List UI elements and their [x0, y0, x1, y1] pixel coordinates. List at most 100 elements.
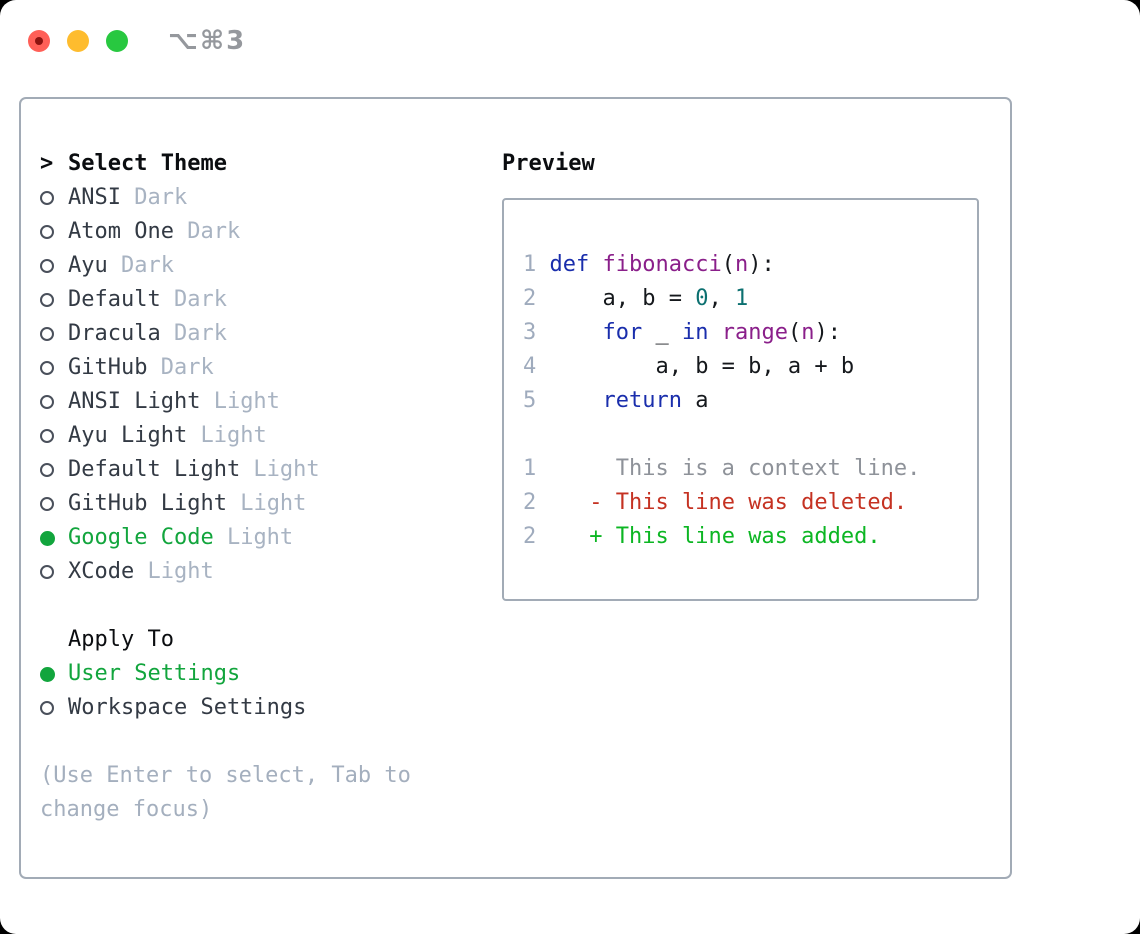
token-num: 2 [523, 490, 550, 515]
theme-variant-tag: Dark [173, 219, 241, 244]
zoom-button[interactable] [106, 30, 128, 52]
token-num: 1 [523, 456, 550, 481]
token-fn: n [734, 252, 749, 277]
theme-item-label: Ayu Light [68, 423, 188, 448]
preview-column: Preview 1 def fibonacci(n):2 a, b = 0, 1… [502, 147, 1010, 877]
radio-icon [40, 701, 68, 715]
theme-item-label: GitHub [68, 355, 148, 380]
radio-icon [40, 293, 68, 307]
token-pl: a, b = [549, 286, 696, 311]
code-line: 4 a, b = b, a + b [523, 350, 977, 384]
minimize-button[interactable] [67, 30, 89, 52]
theme-variant-tag: Dark [160, 287, 227, 312]
token-pl [708, 320, 721, 345]
token-kw: for [602, 320, 643, 345]
radio-icon [40, 395, 68, 409]
window-title: ⌥⌘3 [168, 26, 247, 56]
token-ctx: This is a context line. [549, 456, 921, 481]
help-text: (Use Enter to select, Tab to change focu… [40, 763, 411, 822]
token-num: 4 [523, 354, 550, 379]
token-kw: in [681, 320, 709, 345]
theme-item-default-light[interactable]: Default Light Light [40, 453, 502, 487]
theme-item-ayu[interactable]: Ayu Dark [40, 249, 502, 283]
token-num: 3 [523, 320, 550, 345]
selected-radio-icon [40, 530, 68, 546]
code-blank-line [523, 418, 977, 452]
token-pl: a, b = b, a + b [549, 354, 855, 379]
selected-radio-icon [40, 666, 68, 682]
theme-item-xcode[interactable]: XCode Light [40, 555, 502, 589]
theme-item-label: Ayu [68, 253, 108, 278]
close-dot-icon [35, 37, 43, 45]
token-pl: , [708, 286, 735, 311]
radio-icon [40, 497, 68, 511]
token-pl: _ [642, 320, 682, 345]
code-line: 1 This is a context line. [523, 452, 977, 486]
theme-item-default[interactable]: Default Dark [40, 283, 502, 317]
theme-item-dracula[interactable]: Dracula Dark [40, 317, 502, 351]
theme-item-label: Default [68, 287, 161, 312]
theme-variant-tag: Dark [147, 355, 214, 380]
token-num: 1 [523, 252, 550, 277]
token-add: + This line was added. [589, 524, 881, 549]
radio-icon [40, 429, 68, 443]
token-fn: fibonacci [602, 252, 722, 277]
theme-item-google-code[interactable]: Google Code Light [40, 521, 502, 555]
theme-item-atom-one[interactable]: Atom One Dark [40, 215, 502, 249]
token-pl [550, 524, 590, 549]
apply-option-workspace-settings[interactable]: Workspace Settings [40, 691, 502, 725]
radio-icon [40, 327, 68, 341]
close-button[interactable] [28, 30, 50, 52]
theme-variant-tag: Light [226, 491, 307, 516]
theme-item-github[interactable]: GitHub Dark [40, 351, 502, 385]
token-num: 5 [523, 388, 550, 413]
theme-variant-tag: Light [240, 457, 320, 482]
code-line: 3 for _ in range(n): [523, 316, 977, 350]
token-pl [550, 490, 590, 515]
select-theme-header: > Select Theme [40, 147, 502, 181]
token-nm: 0 [695, 286, 709, 311]
theme-item-github-light[interactable]: GitHub Light Light [40, 487, 502, 521]
theme-item-label: GitHub Light [68, 491, 227, 516]
token-pl: ( [721, 252, 735, 277]
code-line: 5 return a [523, 384, 977, 418]
theme-variant-tag: Dark [160, 321, 227, 346]
apply-option-label: User Settings [68, 661, 241, 686]
theme-item-label: Atom One [68, 219, 174, 244]
theme-item-ansi-light[interactable]: ANSI Light Light [40, 385, 502, 419]
titlebar: ⌥⌘3 [28, 26, 246, 56]
token-fn: n [801, 320, 815, 345]
radio-icon [40, 191, 68, 205]
token-kw: return [602, 388, 682, 413]
theme-item-label: XCode [68, 559, 135, 584]
radio-icon [40, 225, 68, 239]
preview-header-label: Preview [502, 151, 595, 176]
code-line: 2 a, b = 0, 1 [523, 282, 977, 316]
token-kw: def [549, 252, 590, 277]
theme-item-ansi[interactable]: ANSI Dark [40, 181, 502, 215]
theme-item-ayu-light[interactable]: Ayu Light Light [40, 419, 502, 453]
theme-variant-tag: Light [134, 559, 214, 584]
apply-option-user-settings[interactable]: User Settings [40, 657, 502, 691]
apply-to-header-label: Apply To [68, 627, 174, 652]
select-theme-header-label: Select Theme [68, 151, 227, 176]
code-line: 2 + This line was added. [523, 520, 977, 554]
token-pl: ): [748, 252, 775, 277]
theme-variant-tag: Light [213, 525, 294, 550]
theme-variant-tag: Light [187, 423, 267, 448]
apply-option-label: Workspace Settings [68, 695, 307, 720]
focus-chevron-icon: > [40, 151, 54, 176]
code-line: 2 - This line was deleted. [523, 486, 977, 520]
apply-to-header: Apply To [40, 623, 502, 657]
theme-item-label: Default Light [68, 457, 241, 482]
radio-icon [40, 259, 68, 273]
theme-variant-tag: Light [200, 389, 280, 414]
theme-variant-tag: Dark [120, 185, 188, 210]
theme-item-label: ANSI [68, 185, 121, 210]
token-fn: range [721, 320, 788, 345]
theme-variant-tag: Dark [107, 253, 174, 278]
